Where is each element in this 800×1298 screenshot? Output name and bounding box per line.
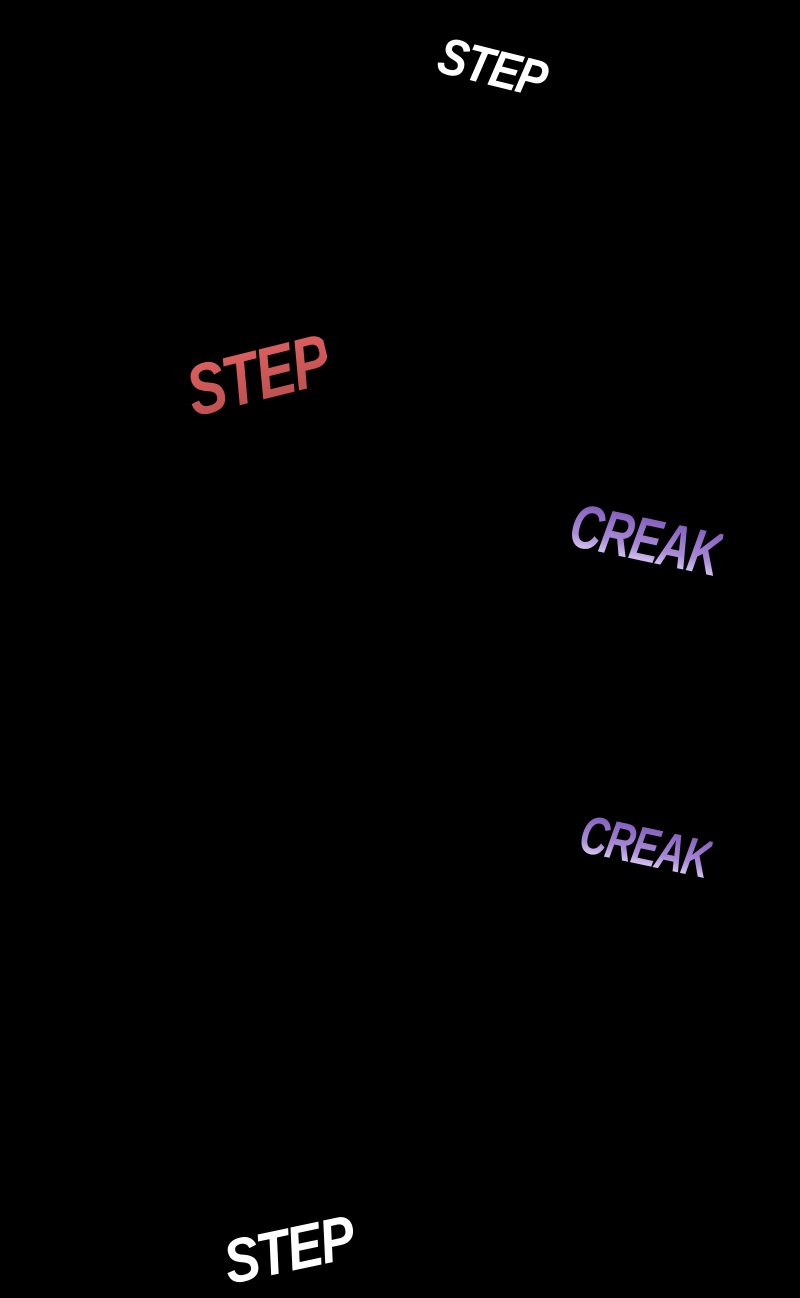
- sfx-creak-2: CREAK: [574, 804, 716, 890]
- sfx-creak-1: CREAK: [564, 491, 727, 591]
- sfx-step-bottom: STEP: [217, 1203, 361, 1298]
- sfx-step-top: STEP: [432, 26, 552, 110]
- sfx-step-red: STEP: [178, 319, 338, 433]
